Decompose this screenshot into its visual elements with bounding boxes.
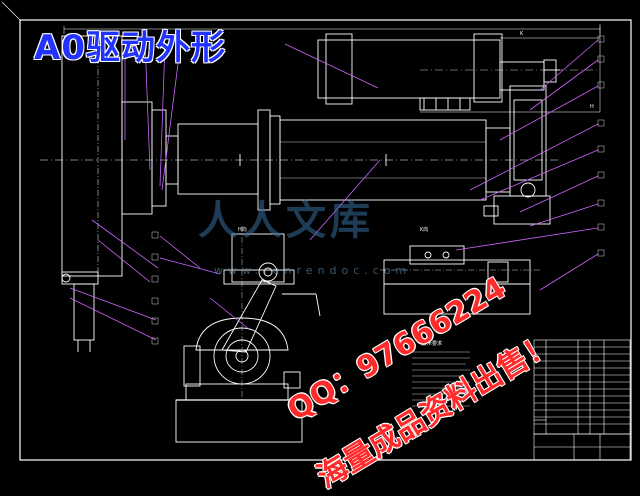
cad-drawing-canvas bbox=[1, 1, 632, 461]
watermark-logo: 人人文库 bbox=[198, 197, 374, 244]
drawing-title: A0驱动外形 bbox=[34, 28, 226, 68]
tech-requirements-title: 技术要求 bbox=[422, 341, 443, 347]
title-block bbox=[533, 419, 631, 461]
crank-view-h bbox=[175, 226, 321, 443]
watermark-url: www.renrendoc.com bbox=[214, 264, 412, 277]
main-cylinder-assembly bbox=[40, 109, 560, 211]
right-linkage bbox=[420, 69, 600, 225]
left-column-assembly bbox=[61, 35, 179, 352]
base-view-k bbox=[380, 245, 540, 315]
view-label-k: K向 bbox=[420, 227, 429, 233]
parts-list-table bbox=[533, 339, 631, 435]
tech-notes bbox=[412, 351, 470, 407]
top-motor-assembly bbox=[317, 33, 560, 111]
view-marker-k: K bbox=[520, 31, 524, 37]
balloon-markers bbox=[151, 35, 605, 345]
sheet-border bbox=[1, 1, 632, 461]
view-marker-h: H bbox=[590, 104, 594, 110]
view-label-h: H向 bbox=[238, 227, 247, 233]
leader-lines bbox=[69, 39, 599, 341]
